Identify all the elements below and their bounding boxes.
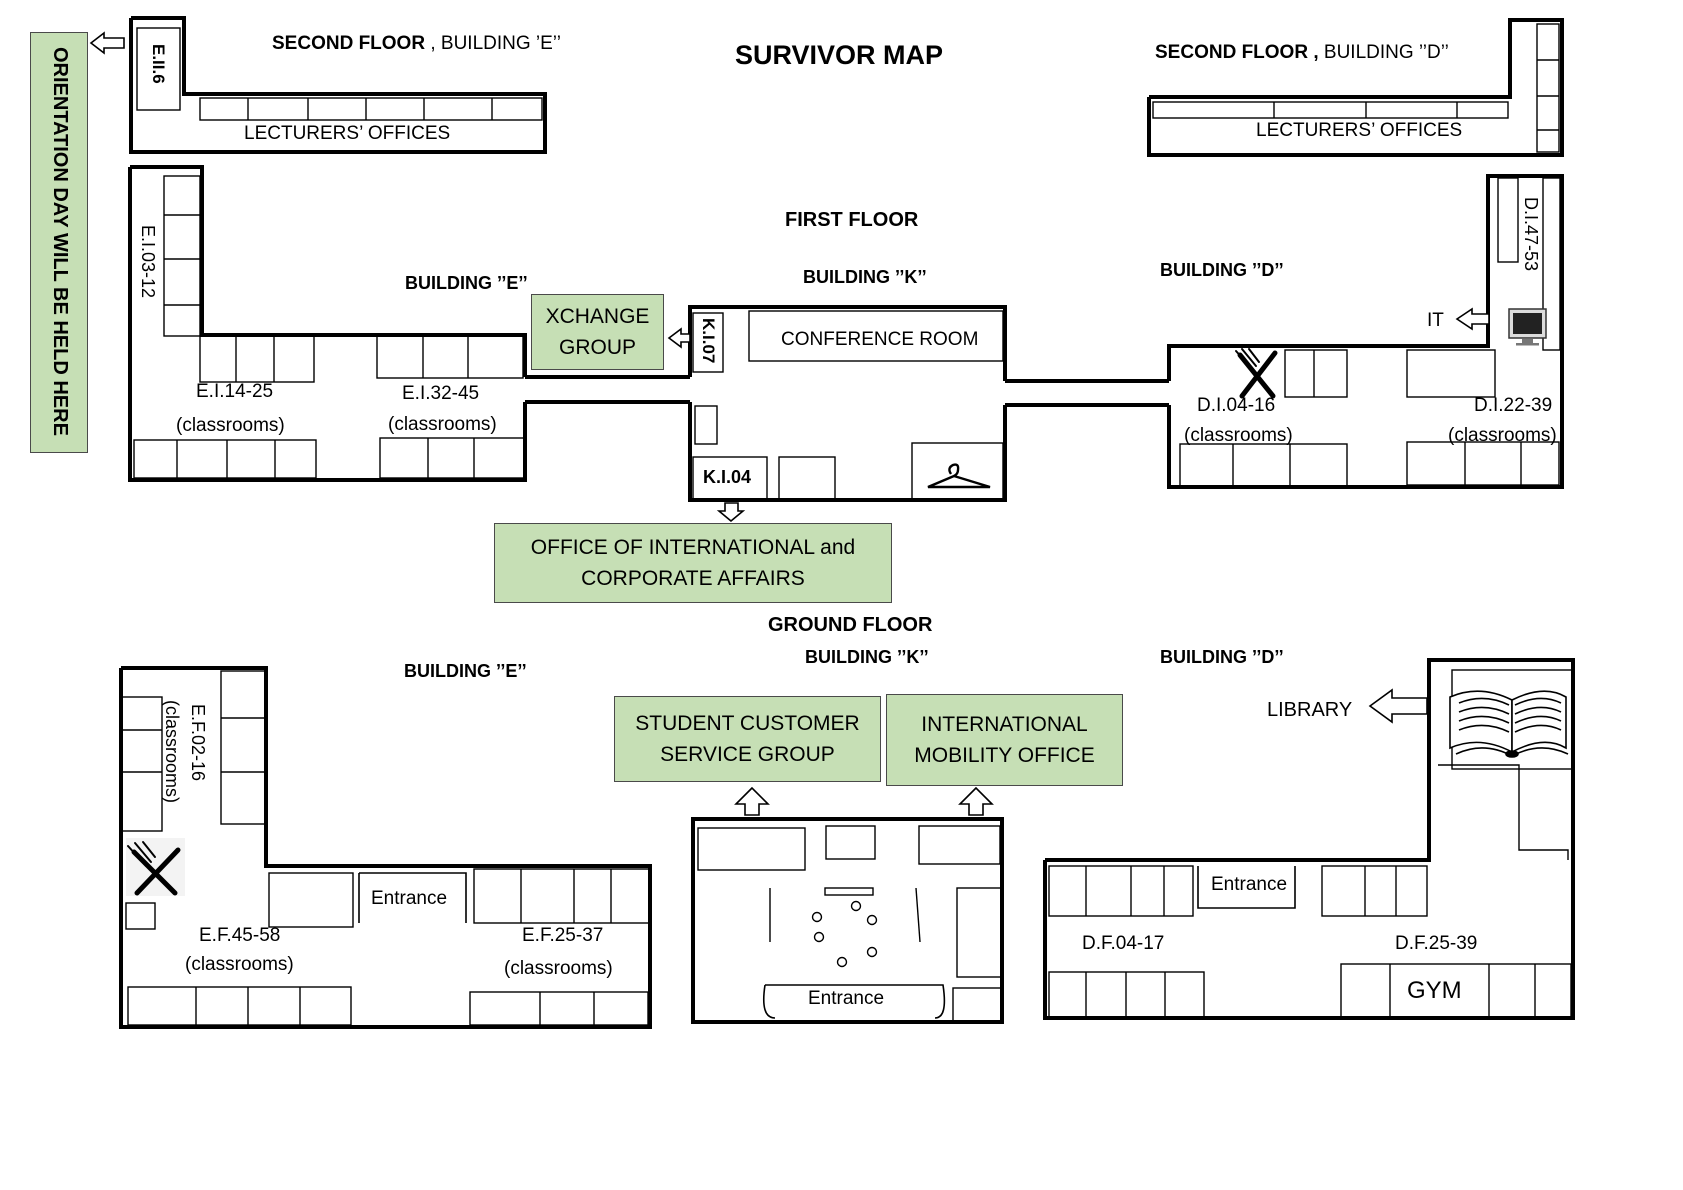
classrooms-e-ground-a: (classrooms) [185,954,294,975]
computer-icon [1508,308,1547,346]
lecturers-offices-e: LECTURERS’ OFFICES [244,123,451,144]
room-d-i-47-53: D.I.47-53 [1521,197,1541,272]
page-title: SURVIVOR MAP [735,40,944,70]
entrance-d: Entrance [1211,874,1288,895]
classrooms-e-ground-b: (classrooms) [504,958,613,979]
room-e-i-14-25: E.I.14-25 [196,381,274,402]
room-e-f-02-16: E.F.02-16 [188,704,208,782]
ground-floor-building-d-label: BUILDING ’’D’’ [1160,647,1284,667]
entrance-e: Entrance [371,888,448,909]
first-floor-building-d-label: BUILDING ’’D’’ [1160,260,1284,280]
fork-knife-icon [1235,348,1278,399]
building-e-second-floor-outline [129,16,547,154]
second-floor-e-heading: SECOND FLOOR , BUILDING ’E’’ [272,33,561,54]
room-e-f-45-58: E.F.45-58 [199,925,281,946]
arrow-icon [958,786,994,816]
ground-floor-building-k-label: BUILDING ’’K’’ [805,647,929,667]
entrance-k: Entrance [808,988,885,1009]
entrance-door-d [1197,866,1296,909]
building-d-second-floor-outline [1147,18,1564,157]
lecturers-offices-d: LECTURERS’ OFFICES [1256,120,1463,141]
conference-room: CONFERENCE ROOM [781,329,979,350]
arrow-icon [734,786,770,816]
orientation-banner-text: ORIENTATION DAY WILL BE HELD HERE [49,47,71,436]
building-e-first-floor-outline [130,165,527,377]
it-label: IT [1427,310,1444,331]
hanger-icon [927,463,991,489]
orientation-banner [30,32,88,453]
arrow-icon [667,327,691,349]
room-d-i-04-16: D.I.04-16 [1197,395,1276,416]
first-floor-heading: FIRST FLOOR [785,209,919,231]
library-label: LIBRARY [1267,699,1353,721]
entrance-door-e [358,872,467,923]
ground-floor-heading: GROUND FLOOR [768,614,933,636]
room-k-i-07: K.I.07 [699,318,718,364]
arrow-icon [1455,307,1490,331]
gym-label: GYM [1407,977,1462,1004]
first-floor-building-k-label: BUILDING ’’K’’ [803,267,927,287]
room-d-i-22-39: D.I.22-39 [1474,395,1553,416]
second-floor-d-heading: SECOND FLOOR , BUILDING ’’D’’ [1155,42,1449,63]
building-d-ground-floor-outline [1043,658,1575,1020]
arrow-icon [716,502,746,523]
arrow-icon [1368,688,1428,724]
room-k-i-04: K.I.04 [703,467,752,487]
book-icon [1449,690,1569,758]
room-e-i-32-45: E.I.32-45 [402,383,480,404]
ground-floor-building-e-label: BUILDING ’’E’’ [404,661,527,681]
room-e-f-25-37: E.F.25-37 [522,925,604,946]
room-e-ii-6: E.II.6 [149,44,168,84]
room-d-f-04-17: D.F.04-17 [1082,933,1165,954]
entrance-door-k [762,984,946,1019]
classrooms-e-a: (classrooms) [176,415,285,436]
fork-knife-icon [126,838,185,896]
classrooms-e-b: (classrooms) [388,414,497,435]
room-d-f-25-39: D.F.25-39 [1395,933,1478,954]
classrooms-d-b: (classrooms) [1448,426,1557,445]
first-floor-building-e-label: BUILDING ’’E’’ [405,273,528,293]
arrow-icon [89,31,125,55]
room-e-i-03-12: E.I.03-12 [138,225,158,299]
building-e-ground-floor-outline [119,666,652,1029]
classrooms-e-vertical: (classrooms) [162,700,182,804]
classrooms-d-a: (classrooms) [1184,425,1293,446]
